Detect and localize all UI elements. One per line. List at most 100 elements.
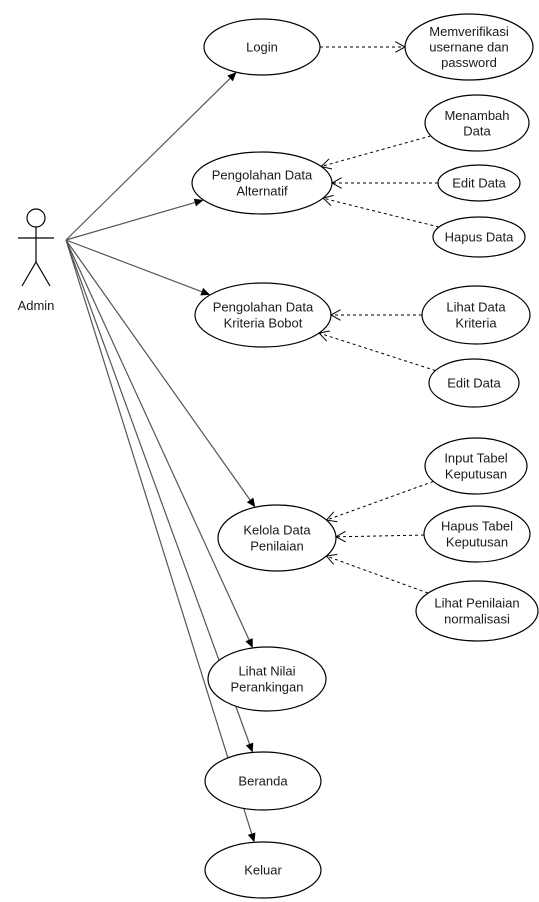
- association-arrowhead-pengolahan-data-alternatif: [193, 198, 204, 207]
- dependency-line-hapus-tabel-keputusan: [335, 534, 425, 538]
- use-case-ellipse-kelola-data-penilaian: [217, 504, 337, 572]
- dependency-lines: [318, 41, 440, 594]
- association-arrowhead-pengolahan-data-kriteria-bobot: [200, 287, 211, 296]
- sub-use-case-label-line-lihat-penilaian: Lihat Penilaian: [434, 596, 519, 611]
- actor-right-leg: [35, 261, 51, 287]
- use-case-label-line-beranda: Beranda: [238, 774, 288, 789]
- association-arrowhead-kelola-data-penilaian: [246, 497, 256, 508]
- dependency-line-lihat-penilaian-normalisasi: [326, 555, 429, 594]
- sub-use-case-ellipse-lihat-penilaian-normalisasi: [415, 580, 539, 642]
- association-line-login: [65, 78, 231, 241]
- sub-use-case-edit-data-alternatif: Edit Data: [437, 164, 521, 202]
- actor-left-leg: [21, 261, 37, 287]
- association-arrowhead-login: [227, 72, 237, 82]
- use-case-label-line-perankingan: Perankingan: [231, 680, 304, 695]
- sub-use-case-ellipse-memverifikasi: [404, 13, 534, 81]
- association-line-kelola-data-penilaian: [65, 239, 251, 501]
- use-case-label-line-lihat-nilai: Lihat Nilai: [238, 664, 295, 679]
- sub-use-case-ellipse-edit-data-kriteria: [428, 358, 520, 408]
- use-case-label-line-alternatif: Alternatif: [236, 184, 288, 199]
- association-line-lihat-nilai-perankingan: [65, 239, 250, 641]
- sub-use-case-ellipse-lihat-data-kriteria: [421, 285, 531, 345]
- use-case-ellipse-lihat-nilai-perankingan: [207, 646, 327, 712]
- use-case-label-beranda: Beranda: [238, 774, 288, 789]
- sub-use-case-label-line-edit-data: Edit Data: [452, 176, 506, 191]
- sub-use-case-ellipse-menambah-data: [424, 94, 530, 152]
- use-case-keluar: Keluar: [204, 841, 322, 899]
- association-line-keluar: [65, 239, 253, 834]
- sub-use-case-label-hapus-data: Hapus Data: [445, 230, 514, 245]
- sub-use-case-label-line-kriteria: Kriteria: [455, 316, 497, 331]
- use-case-ellipse-pengolahan-data-alternatif: [191, 151, 333, 215]
- association-arrowhead-lihat-nilai-perankingan: [245, 638, 253, 648]
- sub-use-case-label-line-normalisasi: normalisasi: [444, 612, 510, 627]
- dependency-line-hapus-data: [322, 197, 440, 228]
- use-case-label-line-login: Login: [246, 40, 278, 55]
- association-line-pengolahan-data-kriteria-bobot: [65, 239, 202, 293]
- sub-use-case-ellipse-edit-data-alternatif: [437, 164, 521, 202]
- sub-use-case-label-line-usernane-dan: usernane dan: [429, 40, 509, 55]
- use-case-beranda: Beranda: [204, 751, 322, 811]
- use-case-ellipse-pengolahan-data-kriteria-bobot: [194, 282, 332, 348]
- actor-head: [26, 208, 46, 228]
- actor-label: Admin: [18, 298, 55, 313]
- sub-use-case-label-line-keputusan: Keputusan: [446, 535, 508, 550]
- association-line-pengolahan-data-alternatif: [65, 201, 196, 241]
- use-case-ellipse-beranda: [204, 751, 322, 811]
- sub-use-case-label-line-menambah: Menambah: [444, 108, 509, 123]
- dependency-line-edit-data-kriteria: [318, 332, 436, 372]
- association-arrowhead-beranda: [245, 742, 254, 753]
- sub-use-case-label-line-lihat-data: Lihat Data: [446, 300, 506, 315]
- sub-use-case-ellipse-input-tabel-keputusan: [424, 437, 528, 495]
- use-case-label-line-penilaian: Penilaian: [250, 539, 304, 554]
- use-case-label-line-pengolahan-data: Pengolahan Data: [212, 168, 313, 183]
- use-case-label-keluar: Keluar: [244, 863, 282, 878]
- sub-use-case-label-edit-data-alternatif: Edit Data: [452, 176, 506, 191]
- sub-use-case-label-line-edit-data: Edit Data: [447, 376, 501, 391]
- sub-use-case-ellipse-hapus-data: [432, 216, 526, 258]
- use-case-ellipse-login: [203, 18, 321, 76]
- sub-use-case-ellipse-hapus-tabel-keputusan: [423, 505, 531, 563]
- use-case-label-line-keluar: Keluar: [244, 863, 282, 878]
- dependency-line-input-tabel-keputusan: [326, 480, 434, 521]
- use-case-label-login: Login: [246, 40, 278, 55]
- sub-use-case-label-line-password: password: [441, 55, 497, 70]
- use-case-ellipse-keluar: [204, 841, 322, 899]
- association-arrowhead-keluar: [247, 832, 256, 843]
- use-case-label-line-kelola-data: Kelola Data: [243, 523, 311, 538]
- sub-use-case-label-line-hapus-data: Hapus Data: [445, 230, 514, 245]
- use-case-login: Login: [203, 18, 321, 76]
- sub-use-case-label-line-input-tabel: Input Tabel: [444, 451, 507, 466]
- use-case-label-line-kriteria-bobot: Kriteria Bobot: [224, 316, 303, 331]
- sub-use-case-label-line-hapus-tabel: Hapus Tabel: [441, 519, 513, 534]
- sub-use-case-label-line-memverifikasi: Memverifikasi: [429, 24, 509, 39]
- sub-use-case-label-edit-data-kriteria: Edit Data: [447, 376, 501, 391]
- sub-use-case-hapus-data: Hapus Data: [432, 216, 526, 258]
- sub-use-case-label-line-data: Data: [463, 123, 491, 138]
- sub-use-case-label-line-keputusan: Keputusan: [445, 467, 507, 482]
- use-case-label-line-pengolahan-data: Pengolahan Data: [213, 300, 314, 315]
- actor-admin: Admin: [18, 208, 55, 313]
